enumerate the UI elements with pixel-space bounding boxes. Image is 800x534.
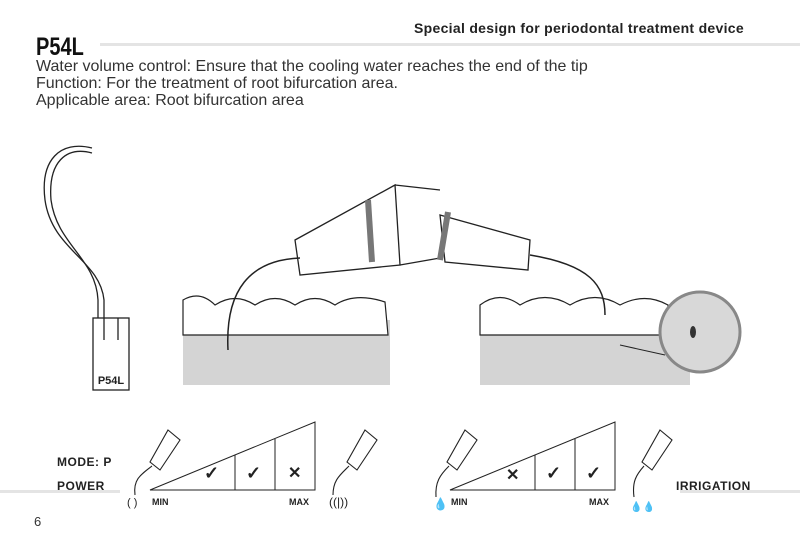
page-number: 6 xyxy=(34,514,42,529)
power-level-chart xyxy=(149,421,316,491)
right-treatment-illustration xyxy=(437,211,742,385)
irrigation-level-2-check: ✓ xyxy=(546,463,562,483)
power-label: POWER xyxy=(57,479,105,493)
power-level-3-cross: ✕ xyxy=(288,465,302,482)
left-treatment-illustration xyxy=(182,183,441,385)
model-title: P54L xyxy=(36,33,84,61)
irrigation-level-chart xyxy=(449,421,616,491)
applicable-area-text: Applicable area: Root bifurcation area xyxy=(36,92,304,109)
tip-illustration xyxy=(43,145,130,391)
water-drop-icon: 💧 xyxy=(433,497,448,511)
vibration-weak-icon: ( ) xyxy=(127,497,137,509)
header-divider xyxy=(100,43,800,46)
power-level-1-check: ✓ xyxy=(204,463,220,483)
vibration-strong-icon: ((|)) xyxy=(329,495,348,509)
mode-label: MODE: P xyxy=(57,455,112,469)
tip-label: P54L xyxy=(98,375,125,387)
power-level-2-check: ✓ xyxy=(246,463,262,483)
irrigation-min-label: MIN xyxy=(451,497,468,507)
water-drops-icon: 💧💧 xyxy=(630,500,655,513)
footer-divider-left xyxy=(0,490,120,493)
footer-divider-right xyxy=(680,490,800,493)
irrigation-level-3-check: ✓ xyxy=(586,463,602,483)
function-text: Function: For the treatment of root bifu… xyxy=(36,75,398,92)
water-volume-text: Water volume control: Ensure that the co… xyxy=(36,58,588,75)
irrigation-label: IRRIGATION xyxy=(676,479,751,493)
power-max-label: MAX xyxy=(289,497,309,507)
irrigation-level-1-cross: ✕ xyxy=(506,467,520,484)
handpiece-icons xyxy=(134,429,673,498)
irrigation-max-label: MAX xyxy=(589,497,609,507)
power-min-label: MIN xyxy=(152,497,169,507)
page-subtitle: Special design for periodontal treatment… xyxy=(414,20,744,36)
